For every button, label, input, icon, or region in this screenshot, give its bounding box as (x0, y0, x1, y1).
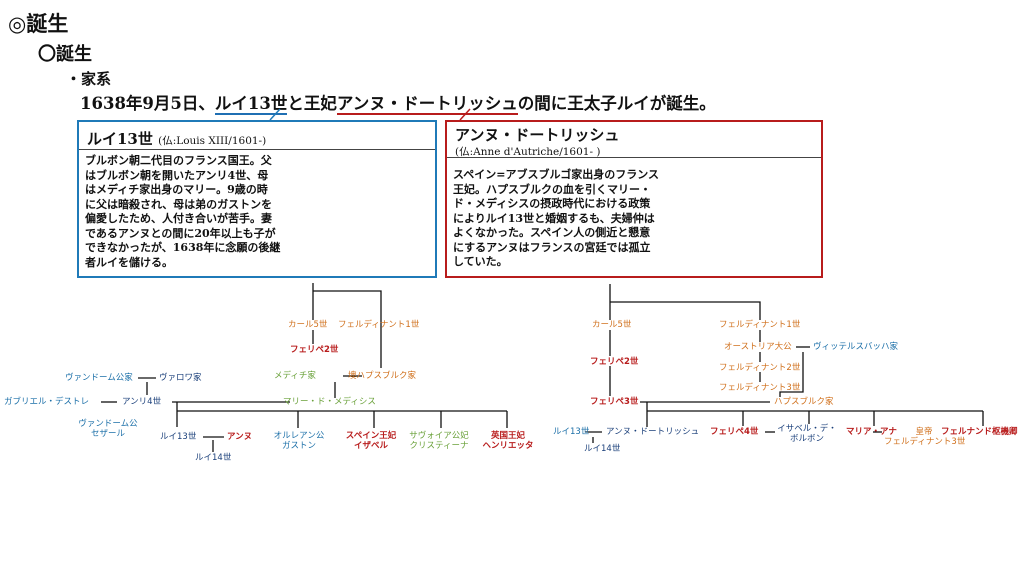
left-christine-label: サヴォイア公妃 クリスティーナ (409, 431, 469, 451)
anne-box-sub: (仏:Anne d'Autriche/1601- ) (455, 146, 601, 158)
left-felipe2-label: フェリペ2世 (290, 345, 339, 355)
left-medici-label: メディチ家 (274, 371, 316, 381)
left-charles5-label: カール5世 (288, 320, 328, 330)
left-isabel-label: スペイン王妃 イザベル (345, 431, 397, 451)
left-anne-label: アンヌ (227, 432, 253, 442)
louis13-box-name: ルイ13世 (87, 130, 153, 148)
louis13-box-text: ブルボン朝二代目のフランス国王。父 はブルボン朝を開いたアンリ4世、母 はメディ… (85, 154, 281, 269)
right-felipe2-label: フェリペ2世 (590, 357, 639, 367)
louis13-box-sub: (仏:Louis XIII/1601-) (158, 135, 267, 147)
intro-pre: 1638年9月5日、 (80, 94, 215, 113)
right-anne-label: アンヌ・ドートリッシュ (606, 427, 700, 437)
right-ferdinand1-label: フェルディナント1世 (719, 320, 801, 330)
left-valois-label: ヴァロワ家 (159, 373, 202, 383)
right-felipe4-label: フェリペ4世 (710, 427, 759, 437)
right-ferdinand3-label: フェルディナント3世 (719, 383, 801, 393)
left-louis13-label: ルイ13世 (160, 432, 197, 442)
left-habsburg-label: 墺ハプスブルク家 (348, 371, 417, 381)
left-gaston-label: オルレアン公 ガストン (273, 431, 325, 451)
louis13-info-box: ルイ13世 (仏:Louis XIII/1601-) ブルボン朝二代目のフランス… (77, 120, 437, 278)
anne-info-box: アンヌ・ドートリッシュ (仏:Anne d'Autriche/1601- ) ス… (445, 120, 823, 278)
right-felipe3-label: フェリペ3世 (590, 397, 639, 407)
right-ferdinand-cardinal-label: フェルナンド枢機卿 (941, 427, 1018, 437)
right-habsburg-label: ハプスブルク家 (774, 397, 834, 407)
right-austria-label: オーストリア大公 (724, 342, 792, 352)
anne-box-name: アンヌ・ドートリッシュ (455, 126, 620, 144)
bullet-heading: ・家系 (66, 70, 112, 88)
right-emperor-label: 皇帝 フェルディナント3世 (884, 427, 966, 447)
right-maria-ana-label: マリア・アナ (846, 427, 897, 437)
left-gabrielle-label: ガブリエル・デストレ (4, 397, 90, 407)
left-ferdinand1-label: フェルディナント1世 (338, 320, 420, 330)
intro-mid: と王妃 (287, 94, 337, 113)
intro-anne: アンヌ・ドートリッシュ (336, 94, 518, 115)
right-charles5-label: カール5世 (592, 320, 632, 330)
intro-sentence: 1638年9月5日、ルイ13世と王妃アンヌ・ドートリッシュの間に王太子ルイが誕生… (80, 90, 716, 115)
intro-louis: ルイ13世 (214, 94, 288, 115)
louis13-box-title: ルイ13世 (仏:Louis XIII/1601-) (79, 122, 435, 150)
left-henri4-label: アンリ4世 (122, 397, 162, 407)
right-ferdinand2-label: フェルディナント2世 (719, 363, 801, 373)
left-vendome-duke-label: ヴァンドーム公 セザール (78, 419, 138, 439)
right-louis13-label: ルイ13世 (553, 427, 590, 437)
main-heading: ◎誕生 (8, 11, 69, 36)
right-isabel-bourbon-label: イサベル・デ・ ボルボン (777, 424, 837, 444)
sub-heading: 〇誕生 (38, 44, 92, 65)
left-vendome-house-label: ヴァンドーム公家 (65, 373, 133, 383)
anne-box-title: アンヌ・ドートリッシュ (仏:Anne d'Autriche/1601- ) (447, 122, 821, 158)
right-louis14-label: ルイ14世 (584, 444, 621, 454)
left-marie-label: マリー・ド・メディシス (283, 397, 376, 407)
left-henrietta-label: 英国王妃 ヘンリエッタ (482, 431, 534, 451)
left-louis14-label: ルイ14世 (195, 453, 232, 463)
anne-box-text: スペイン=アブスブルゴ家出身のフランス 王妃。ハプスブルクの血を引くマリー・ ド… (453, 168, 660, 268)
intro-post: の間に王太子ルイが誕生。 (517, 94, 716, 113)
right-wittelsbach-label: ヴィッテルスバッハ家 (813, 342, 899, 352)
